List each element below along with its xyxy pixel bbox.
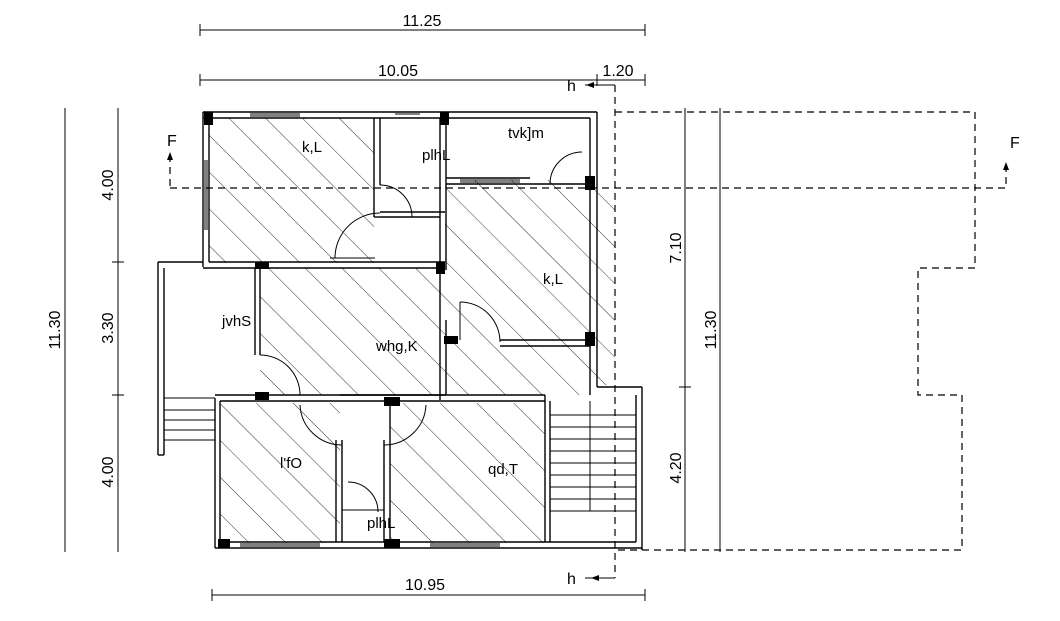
walls <box>157 111 643 550</box>
room-label-bottom-small: plhL <box>367 515 395 532</box>
room-hatching <box>209 118 615 543</box>
section-mark-top-h: h <box>567 78 576 95</box>
room-label-bottom-right: qd,T <box>488 461 518 478</box>
section-lines <box>167 82 1009 581</box>
dim-left-mid: 3.30 <box>100 312 117 343</box>
dim-left-total: 11.30 <box>47 310 64 349</box>
columns <box>204 112 595 548</box>
dim-right-lower: 4.20 <box>668 452 685 483</box>
section-mark-left-f: F <box>167 133 177 150</box>
dim-bottom: 10.95 <box>405 577 445 594</box>
section-mark-right-f: F <box>1010 135 1020 152</box>
room-label-bottom-left: l'fO <box>280 455 302 472</box>
room-label-small-top: plhL <box>422 147 450 164</box>
dim-right-total: 11.30 <box>703 310 720 349</box>
adjacent-outline <box>615 111 976 551</box>
section-mark-bottom-h: h <box>567 571 576 588</box>
room-label-top-right: tvk]m <box>508 125 544 142</box>
dimension-lines <box>64 24 721 601</box>
door-swings <box>259 151 583 513</box>
dim-left-top: 4.00 <box>100 169 117 200</box>
dim-right-upper: 7.10 <box>668 232 685 263</box>
room-label-right: k,L <box>543 271 563 288</box>
room-label-center: whg,K <box>375 338 418 355</box>
dim-left-bottom: 4.00 <box>100 456 117 487</box>
room-label-top-left: k,L <box>302 139 322 156</box>
room-label-entry: jvhS <box>221 313 251 330</box>
dim-top-overall: 11.25 <box>403 13 442 30</box>
dim-top-inner: 10.05 <box>378 63 418 80</box>
dim-top-right: 1.20 <box>602 63 633 80</box>
